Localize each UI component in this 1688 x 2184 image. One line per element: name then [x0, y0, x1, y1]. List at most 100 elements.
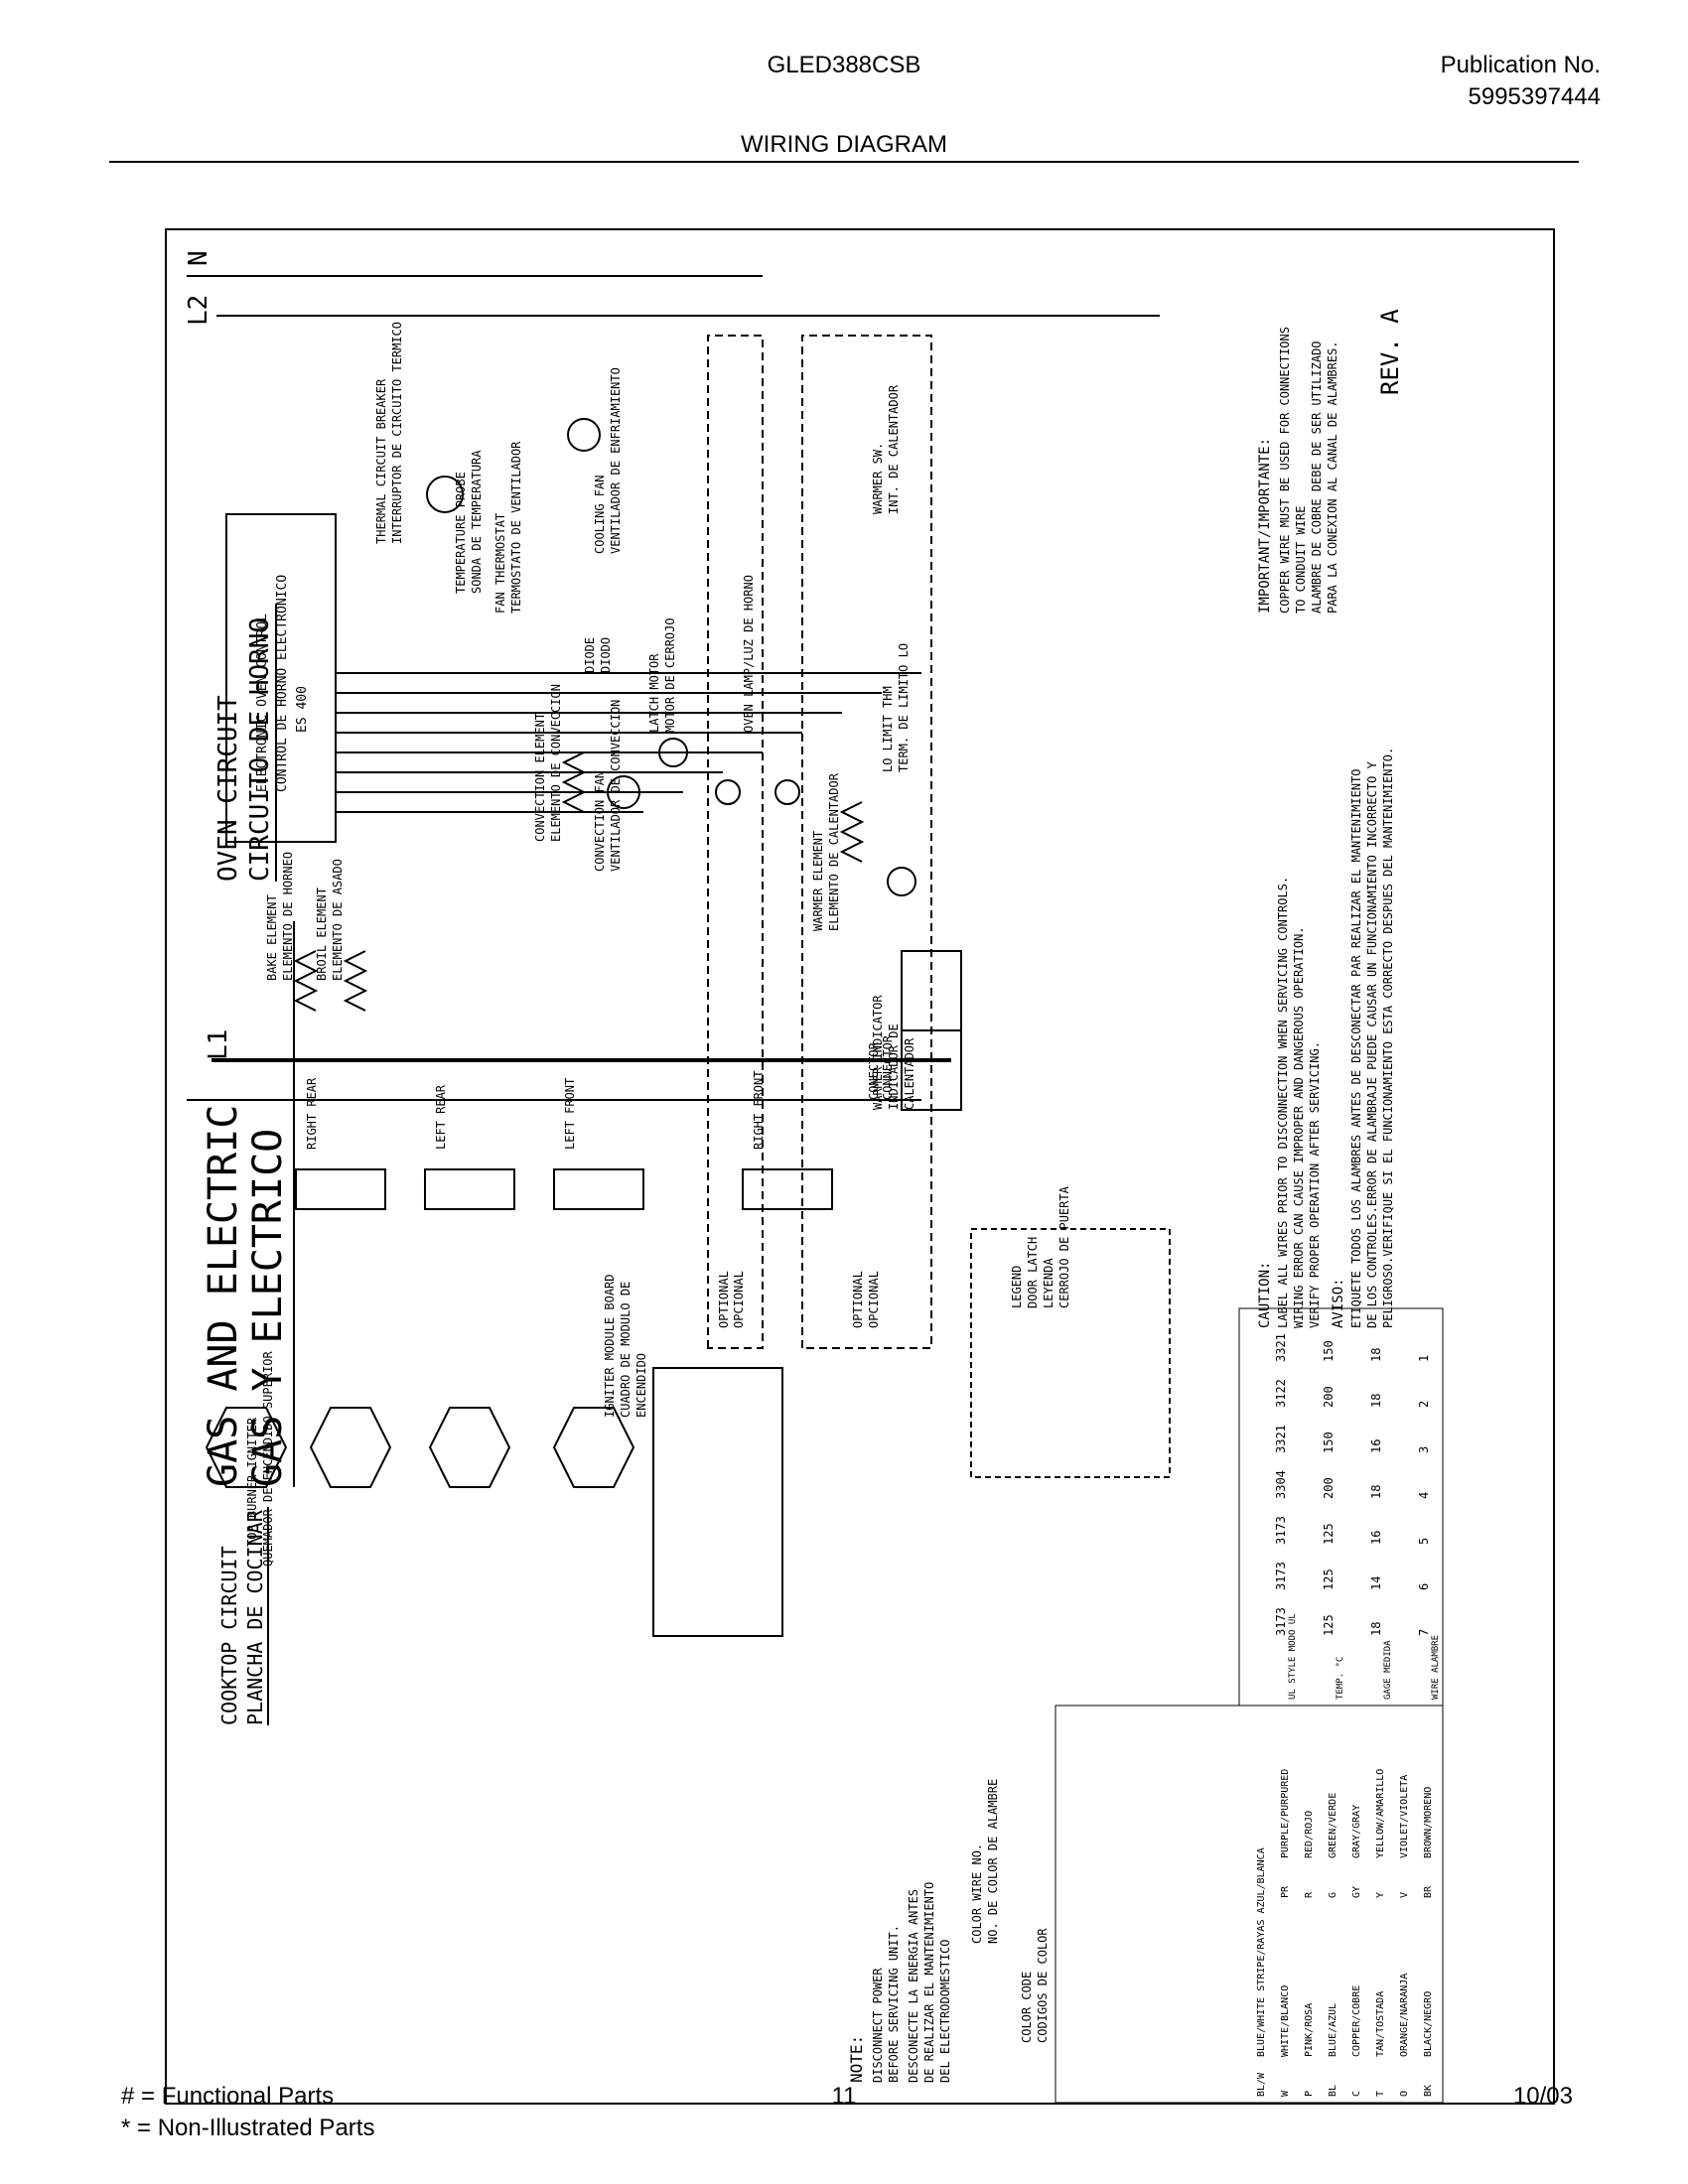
caution-4: VERIFY PROPER OPERATION AFTER SERVICING.	[1308, 1041, 1322, 1328]
lo-limit-label-2: TERM. DE LIMITO LO	[897, 643, 911, 772]
publication-label: Publication No.	[1440, 52, 1601, 78]
optional-warmer-2: OPCIONAL	[867, 1271, 881, 1328]
color-code-abbr: O	[1399, 2091, 1410, 2097]
wire-table-header: WIRE ALAMBRE	[1431, 1635, 1441, 1700]
wire-table-header: GAGE MEDIDA	[1383, 1640, 1393, 1700]
convection-fan-symbol	[607, 775, 640, 809]
wire-table-cell: 3321	[1274, 1425, 1288, 1453]
wire-table-cell: 5	[1417, 1538, 1431, 1545]
optional-label-1: OPTIONAL	[717, 1271, 731, 1328]
line-n-label: N	[184, 250, 213, 266]
gas-electric-title-es: GAS Y ELECTRICO	[245, 1129, 291, 1487]
color-code-abbr: P	[1304, 2091, 1315, 2097]
wire-table-cell: 3304	[1274, 1470, 1288, 1499]
important-1: IMPORTANT/IMPORTANTE:	[1257, 438, 1273, 614]
control-label-3: ES 400	[295, 686, 310, 733]
right-rear-switch-label: RIGHT REAR	[305, 1077, 319, 1150]
oven-circuit-title-es: CIRCUITO DE HORNO	[245, 617, 275, 882]
oven-lamp-symbol	[715, 779, 741, 805]
wire-no-2: NO. DE COLOR DE ALAMBRE	[986, 1779, 1000, 1944]
legend-functional: # = Functional Parts	[121, 2083, 335, 2110]
wire-no-1: COLOR WIRE NO.	[970, 1843, 984, 1944]
color-code-abbr: Y	[1375, 1892, 1386, 1898]
cooling-fan-label-1: COOLING FAN	[593, 476, 607, 554]
publication-number: 5995397444	[1468, 83, 1601, 110]
conv-element-label-2: ELEMENTO DE CONVECCION	[549, 684, 563, 842]
cooling-fan-symbol	[567, 418, 601, 452]
color-code-abbr: V	[1399, 1892, 1410, 1898]
color-code-name: BROWN/MORENO	[1423, 1787, 1434, 1858]
color-code-abbr: PR	[1280, 1885, 1291, 1898]
warmer-indicator-symbol	[887, 867, 916, 896]
wire-table-cell: 125	[1322, 1569, 1336, 1590]
igniter-switches	[295, 1168, 833, 1210]
latch-legend-2: DOOR LATCH	[1026, 1237, 1040, 1308]
cooktop-circuit-title: COOKTOP CIRCUIT	[217, 1546, 241, 1725]
color-code-name: BLUE/AZUL	[1328, 2003, 1338, 2057]
burner-igniters	[205, 1407, 635, 1488]
probe-label-2: SONDA DE TEMPERATURA	[470, 450, 484, 594]
convection-element	[561, 751, 587, 813]
wire-table-cell: 200	[1322, 1477, 1336, 1499]
aviso-2: ETIQUETE TODOS LOS ALAMBRES ANTES DE DES…	[1349, 768, 1363, 1328]
page-number: 11	[831, 2083, 857, 2110]
wiring-diagram: GAS AND ELECTRIC GAS Y ELECTRICO OVEN CI…	[184, 250, 1444, 2103]
oven-lamp-label: OVEN LAMP/LUZ DE HORNO	[742, 575, 756, 733]
line-l2-label: L2	[184, 295, 213, 326]
color-code-name: GREEN/VERDE	[1328, 1793, 1338, 1858]
oven-lamp-zone	[707, 335, 764, 1349]
warmer-indicator-label-2: INDICADOR DE	[887, 1024, 901, 1110]
oven-control-box	[225, 513, 337, 843]
gas-electric-title: GAS AND ELECTRIC	[201, 1105, 246, 1487]
important-4: ALAMBRE DE COBRE DEBE DE SER UTILIZADO	[1310, 341, 1324, 614]
color-code-abbr: W	[1280, 2090, 1291, 2097]
wire-table-cell: 3173	[1274, 1607, 1288, 1636]
aviso-3: DE LOS CONTROLES.ERROR DE ALAMBRAJE PUED…	[1365, 760, 1379, 1328]
top-burner-label-2: QUEMADOR DE ENCENDIDO SUPERIOR	[261, 1350, 275, 1567]
warmer-sw-label-1: WARMER SW.	[871, 443, 885, 514]
color-code-name: TAN/TOSTADA	[1375, 1991, 1386, 2057]
latch-motor-label-1: LATCH MOTOR	[647, 653, 661, 733]
color-code-abbr: BR	[1423, 1885, 1434, 1898]
wire-table-cell: 3173	[1274, 1516, 1288, 1545]
optional-warmer-1: OPTIONAL	[851, 1271, 865, 1328]
broil-label-1: BROIL ELEMENT	[315, 887, 329, 981]
module-board-label-2: CUADRO DE MODULO DE	[619, 1282, 633, 1418]
wire-table-cell: 125	[1322, 1523, 1336, 1545]
model-number: GLED388CSB	[767, 52, 921, 78]
note-6: DEL ELECTRODOMESTICO	[938, 1940, 952, 2084]
rev-label: REV. A	[1376, 309, 1404, 395]
color-code-abbr: BL/W	[1256, 2072, 1267, 2097]
note-5: DE REALIZAR EL MANTENIMIENTO	[922, 1882, 936, 2083]
wire-table-cell: 7	[1417, 1629, 1431, 1636]
bake-label-1: BAKE ELEMENT	[265, 894, 279, 981]
note-4: DESCONECTE LA ENERGIA ANTES	[907, 1889, 920, 2083]
broil-label-2: ELEMENTO DE ASADO	[331, 859, 345, 981]
caution-1: CAUTION:	[1257, 1262, 1273, 1328]
latch-legend-3: LEYENDA	[1042, 1258, 1055, 1308]
wire-table-cell: 18	[1369, 1485, 1383, 1499]
fan-thermostat-label-2: TERMOSTATO DE VENTILADOR	[509, 441, 523, 614]
color-code-name: RED/ROJO	[1304, 1811, 1315, 1858]
warmer-zone	[801, 335, 932, 1349]
important-5: PARA LA CONEXION AL CANAL DE ALAMBRES.	[1326, 341, 1339, 614]
wire-table-cell: 14	[1369, 1576, 1383, 1590]
wire-table-cell: 18	[1369, 1394, 1383, 1408]
fan-thermostat-label-1: FAN THERMOSTAT	[493, 513, 507, 614]
control-label-2: CONTROL DE HORNO ELECTRONICO	[275, 575, 290, 792]
wire-table-cell: 16	[1369, 1439, 1383, 1453]
color-code-name: VIOLET/VIOLETA	[1399, 1775, 1410, 1858]
top-burner-label-1: TOP BURNER IGNITER	[245, 1417, 259, 1547]
legend-non-illustrated: * = Non-Illustrated Parts	[121, 2115, 375, 2141]
color-code-name: YELLOW/AMARILLO	[1375, 1769, 1386, 1858]
conv-element-label-1: CONVECTION ELEMENT	[533, 713, 547, 842]
latch-legend-1: LEGEND	[1010, 1266, 1024, 1308]
wire-table-cell: 2	[1417, 1401, 1431, 1408]
cooktop-circuit-title-es: PLANCHA DE COCINAR	[243, 1509, 267, 1725]
page-title: WIRING DIAGRAM	[741, 131, 947, 158]
color-code-name: COPPER/COBRE	[1351, 1985, 1362, 2057]
header-rule	[109, 161, 1579, 163]
temperature-probe-symbol	[426, 476, 464, 513]
wire-table-cell: 3173	[1274, 1562, 1288, 1590]
caution-2: LABEL ALL WIRES PRIOR TO DISCONNECTION W…	[1276, 877, 1290, 1328]
